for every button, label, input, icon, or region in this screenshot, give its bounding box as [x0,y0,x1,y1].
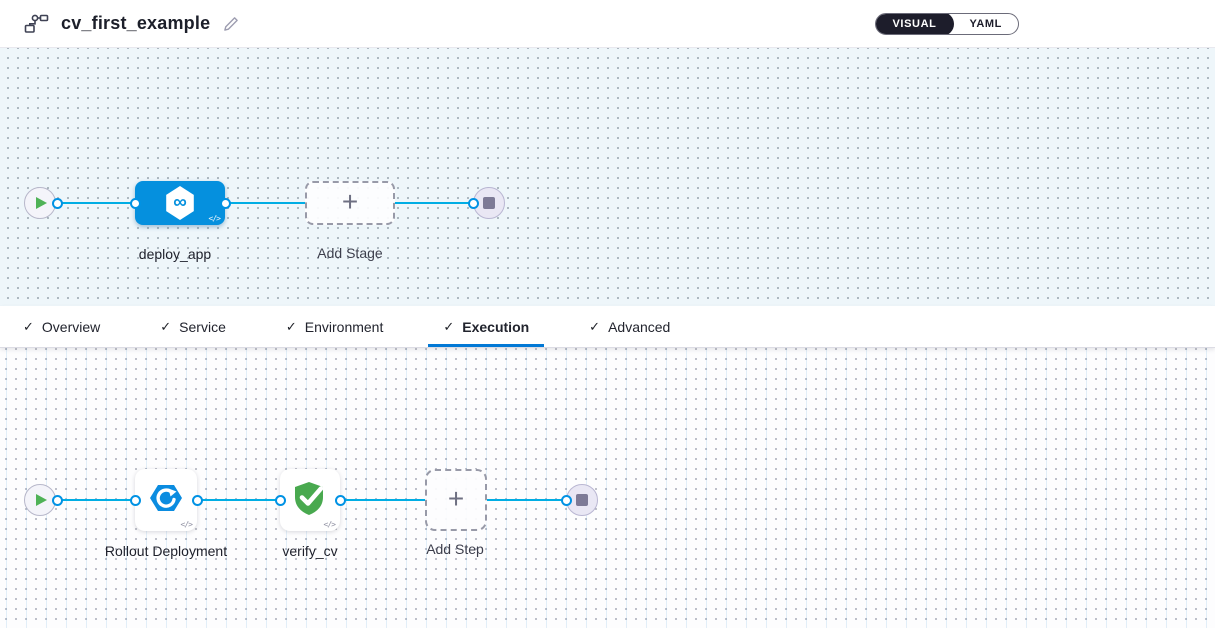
port[interactable] [51,197,63,209]
add-stage-label: Add Stage [317,245,383,261]
port[interactable] [129,197,141,209]
pipeline-header: cv_first_example VISUAL YAML [0,0,1215,48]
edge-start-to-stage [57,202,135,204]
add-step-label: Add Step [426,541,484,557]
stage-label-deploy-app: deploy_app [138,246,212,262]
execution-start-node[interactable] [24,484,56,516]
check-icon: ✓ [160,318,172,334]
stage-node-deploy-app[interactable]: ∞ </> [135,181,225,225]
tab-execution[interactable]: ✓ Execution [428,306,545,347]
check-icon: ✓ [589,318,601,334]
code-icon: </> [180,520,193,529]
check-icon: ✓ [443,318,455,334]
port[interactable] [51,494,63,506]
port[interactable] [129,494,141,506]
stage-config-tabs: ✓ Overview ✓ Service ✓ Environment ✓ Exe… [0,306,1215,348]
edge-addstep-to-end [487,499,566,501]
port[interactable] [467,197,479,209]
cd-hexagon-icon: ∞ [166,186,194,220]
edge-verify-to-addstep [340,499,425,501]
execution-end-node[interactable] [566,484,598,516]
edge-addstage-to-end [395,202,473,204]
tab-overview[interactable]: ✓ Overview [23,318,101,335]
edge-stage-to-addstage [225,202,305,204]
stage-graph-canvas[interactable]: ∞ </> + deploy_app Add Stage [0,48,1215,306]
code-icon: </> [323,520,336,529]
step-verify-cv[interactable]: </> [280,469,340,531]
port[interactable] [191,494,203,506]
plus-icon: + [447,482,465,514]
edge-start-to-rollout [57,499,135,501]
tab-service[interactable]: ✓ Service [160,318,226,335]
active-tab-underline [428,344,545,347]
check-icon: ✓ [23,318,34,334]
add-step-button[interactable]: + [425,469,487,531]
toggle-yaml[interactable]: YAML [969,17,1002,30]
stop-icon [576,494,588,506]
visual-yaml-toggle: VISUAL YAML [874,12,1019,35]
tab-environment[interactable]: ✓ Environment [285,318,384,335]
step-label-rollout-deployment: Rollout Deployment [104,543,228,559]
page-title: cv_first_example [61,13,211,33]
add-stage-button[interactable]: + [305,181,395,225]
play-icon [36,494,47,506]
stop-icon [483,197,495,209]
plus-icon: + [341,185,359,217]
step-rollout-deployment[interactable]: </> [135,469,197,531]
code-icon: </> [208,214,221,223]
execution-graph-canvas[interactable]: </> </> + Rollout Deployment verify_cv A… [0,348,1215,628]
edit-pencil-icon[interactable] [222,15,240,33]
shield-check-icon [290,478,330,523]
pipeline-graph-icon [24,13,49,34]
play-icon [36,197,47,209]
tab-advanced[interactable]: ✓ Advanced [589,318,671,335]
edge-rollout-to-verify [197,499,280,501]
toggle-visual[interactable]: VISUAL [875,13,955,34]
port[interactable] [560,494,572,506]
rollout-hexagon-arrow-icon [147,479,185,522]
check-icon: ✓ [285,318,297,334]
pipeline-start-node[interactable] [24,187,56,219]
port[interactable] [219,197,231,209]
port[interactable] [334,494,346,506]
port[interactable] [274,494,286,506]
step-label-verify-cv: verify_cv [282,543,338,559]
